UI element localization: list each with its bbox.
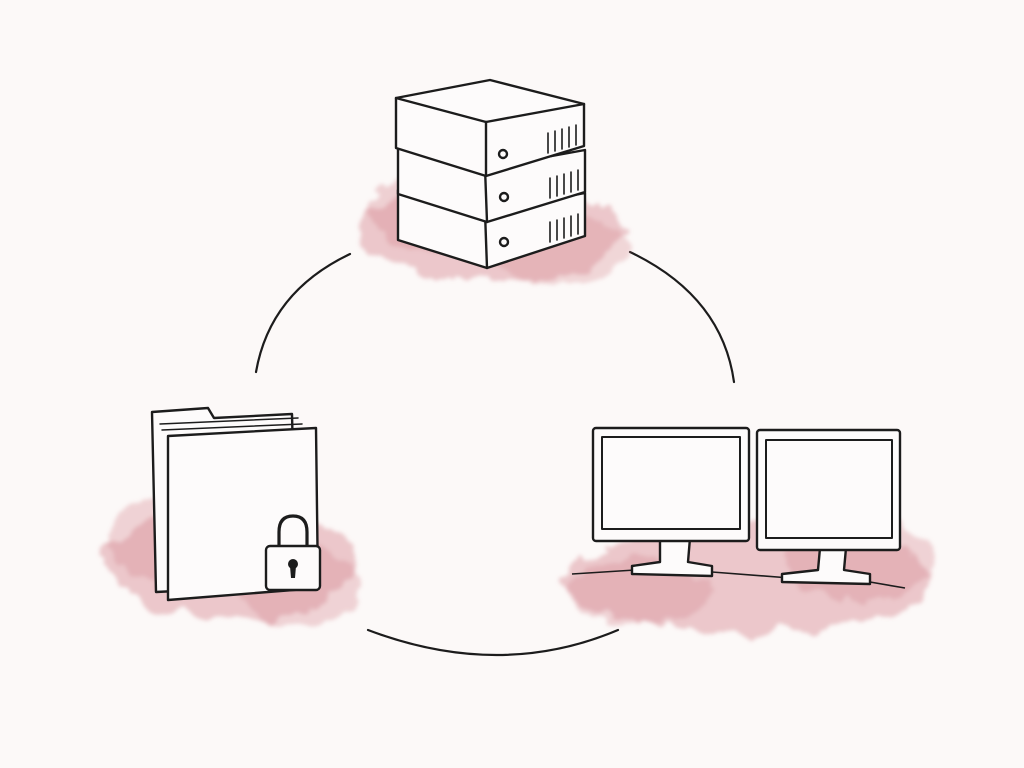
- connector-workstation-to-folder: [366, 628, 620, 657]
- locked-folder-icon: [150, 406, 322, 602]
- server-unit-top: [394, 78, 586, 178]
- monitor-right-screen: [765, 439, 893, 539]
- monitor-right-stand: [780, 546, 872, 586]
- connector-server-to-workstation: [628, 250, 736, 384]
- monitor-right: [755, 428, 902, 586]
- workstation-node: [565, 426, 940, 632]
- padlock-shackle: [277, 514, 309, 550]
- monitor-left-stand: [630, 536, 714, 578]
- desk-line: [571, 569, 906, 589]
- monitor-left: [591, 426, 751, 578]
- dual-monitor-icon: [591, 426, 902, 586]
- secure-folder-node: [107, 406, 360, 625]
- monitor-left-screen: [601, 436, 741, 530]
- padlock-icon: [264, 514, 322, 592]
- server-node: [357, 78, 630, 284]
- folder-sheets: [159, 417, 303, 431]
- connector-folder-to-server: [254, 252, 352, 374]
- connector-arcs: [254, 250, 736, 657]
- server-stack-icon: [394, 78, 587, 270]
